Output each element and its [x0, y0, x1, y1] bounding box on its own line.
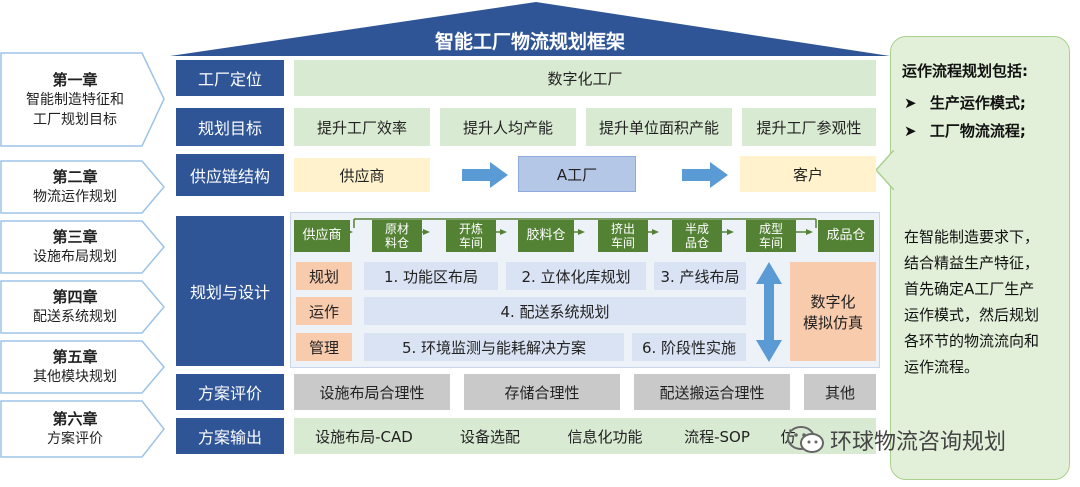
module-distribution: 4. 配送系统规划 [364, 297, 746, 325]
supply-chain-customer: 客户 [740, 156, 876, 192]
bullet-arrow-icon: ➤ [904, 122, 917, 140]
flow-node: 供应商 [294, 220, 350, 252]
roof [170, 2, 890, 56]
module-line-layout: 3. 产线布局 [654, 262, 746, 290]
sidebar-bullet-text: 生产运作模式; [929, 94, 1026, 112]
category-management: 管理 [296, 333, 352, 361]
chapter-name: 配送系统规划 [33, 309, 117, 325]
supply-chain-supplier: 供应商 [294, 158, 430, 192]
row-label-output: 方案输出 [176, 418, 284, 454]
row-label-positioning: 工厂定位 [176, 60, 284, 96]
positioning-value: 数字化工厂 [294, 60, 876, 96]
row-label-supply-chain: 供应链结构 [176, 154, 284, 196]
chapter-1: 第一章 智能制造特征和 工厂规划目标 [0, 52, 165, 147]
chapter-2: 第二章 物流运作规划 [0, 160, 165, 214]
sidebar-bullet: ➤ 工厂物流流程; [904, 120, 1068, 141]
chapter-name: 物流运作规划 [33, 189, 117, 205]
flow-node: 挤出 车间 [598, 220, 648, 252]
callout-pointer [876, 150, 894, 190]
wechat-icon [787, 426, 824, 453]
watermark-text: 环球物流咨询规划 [830, 430, 1007, 455]
flow-node: 原材 料仓 [372, 220, 422, 252]
output-item: 设施布局-CAD [315, 427, 413, 446]
supply-chain-factory: A工厂 [518, 156, 636, 192]
flow-node: 开炼 车间 [446, 220, 496, 252]
flow-node: 胶料仓 [518, 220, 574, 252]
category-planning: 规划 [296, 262, 352, 290]
sidebar-callout [890, 36, 1070, 480]
row-label-design: 规划与设计 [176, 216, 284, 366]
flow-node: 成型 车间 [746, 220, 796, 252]
module-phased: 6. 阶段性实施 [632, 333, 746, 361]
sidebar-bullet-text: 工厂物流流程; [929, 122, 1026, 140]
arrow-right-icon [682, 162, 728, 188]
output-item: 流程-SOP [684, 427, 750, 446]
chapter-number: 第四章 [52, 288, 98, 306]
goal-item: 提升工厂效率 [294, 108, 430, 146]
sidebar-heading: 运作流程规划包括: [902, 62, 1028, 80]
goal-item: 提升工厂参观性 [742, 108, 876, 146]
flow-node: 成品仓 [818, 220, 874, 252]
digital-simulation: 数字化 模拟仿真 [790, 262, 876, 361]
goal-item: 提升单位面积产能 [586, 108, 732, 146]
chapter-name: 方案评价 [47, 431, 103, 447]
goal-item: 提升人均产能 [440, 108, 576, 146]
flow-node: 半成 品仓 [672, 220, 722, 252]
chapter-number: 第五章 [52, 348, 98, 366]
page-title: 智能工厂物流规划框架 [434, 30, 625, 53]
evaluation-item: 其他 [804, 374, 876, 410]
watermark: 环球物流咨询规划 [786, 420, 1056, 460]
chapter-4: 第四章 配送系统规划 [0, 280, 165, 334]
chapter-number: 第二章 [52, 168, 98, 186]
output-item: 信息化功能 [567, 427, 643, 446]
double-arrow-icon [756, 262, 782, 362]
sidebar-body: 在智能制造要求下， 结合精益生产特征， 首先确定A工厂生产 运作模式，然后规划 … [904, 228, 1040, 376]
chapter-name: 设施布局规划 [33, 249, 117, 265]
module-warehouse: 2. 立体化库规划 [506, 262, 646, 290]
evaluation-item: 设施布局合理性 [294, 374, 450, 410]
output-panel [294, 418, 876, 454]
row-label-goals: 规划目标 [176, 108, 284, 146]
chapter-number: 第六章 [52, 410, 98, 428]
sidebar-bullet: ➤ 生产运作模式; [904, 92, 1068, 113]
chapter-6: 第六章 方案评价 [0, 400, 165, 458]
chapter-number: 第三章 [52, 228, 98, 246]
chapter-number: 第一章 [52, 70, 98, 89]
evaluation-item: 存储合理性 [464, 374, 620, 410]
output-item: 设备选配 [459, 427, 520, 446]
chapter-3: 第三章 设施布局规划 [0, 220, 165, 274]
row-label-evaluation: 方案评价 [176, 374, 284, 410]
arrow-right-icon [462, 162, 508, 188]
module-layout: 1. 功能区布局 [364, 262, 498, 290]
module-environment: 5. 环境监测与能耗解决方案 [364, 333, 624, 361]
evaluation-item: 配送搬运合理性 [634, 374, 790, 410]
category-operation: 运作 [296, 297, 352, 325]
chapter-name: 智能制造特征和 工厂规划目标 [26, 91, 124, 128]
chapter-5: 第五章 其他模块规划 [0, 340, 165, 394]
chapter-name: 其他模块规划 [33, 369, 117, 385]
bullet-arrow-icon: ➤ [904, 94, 917, 112]
